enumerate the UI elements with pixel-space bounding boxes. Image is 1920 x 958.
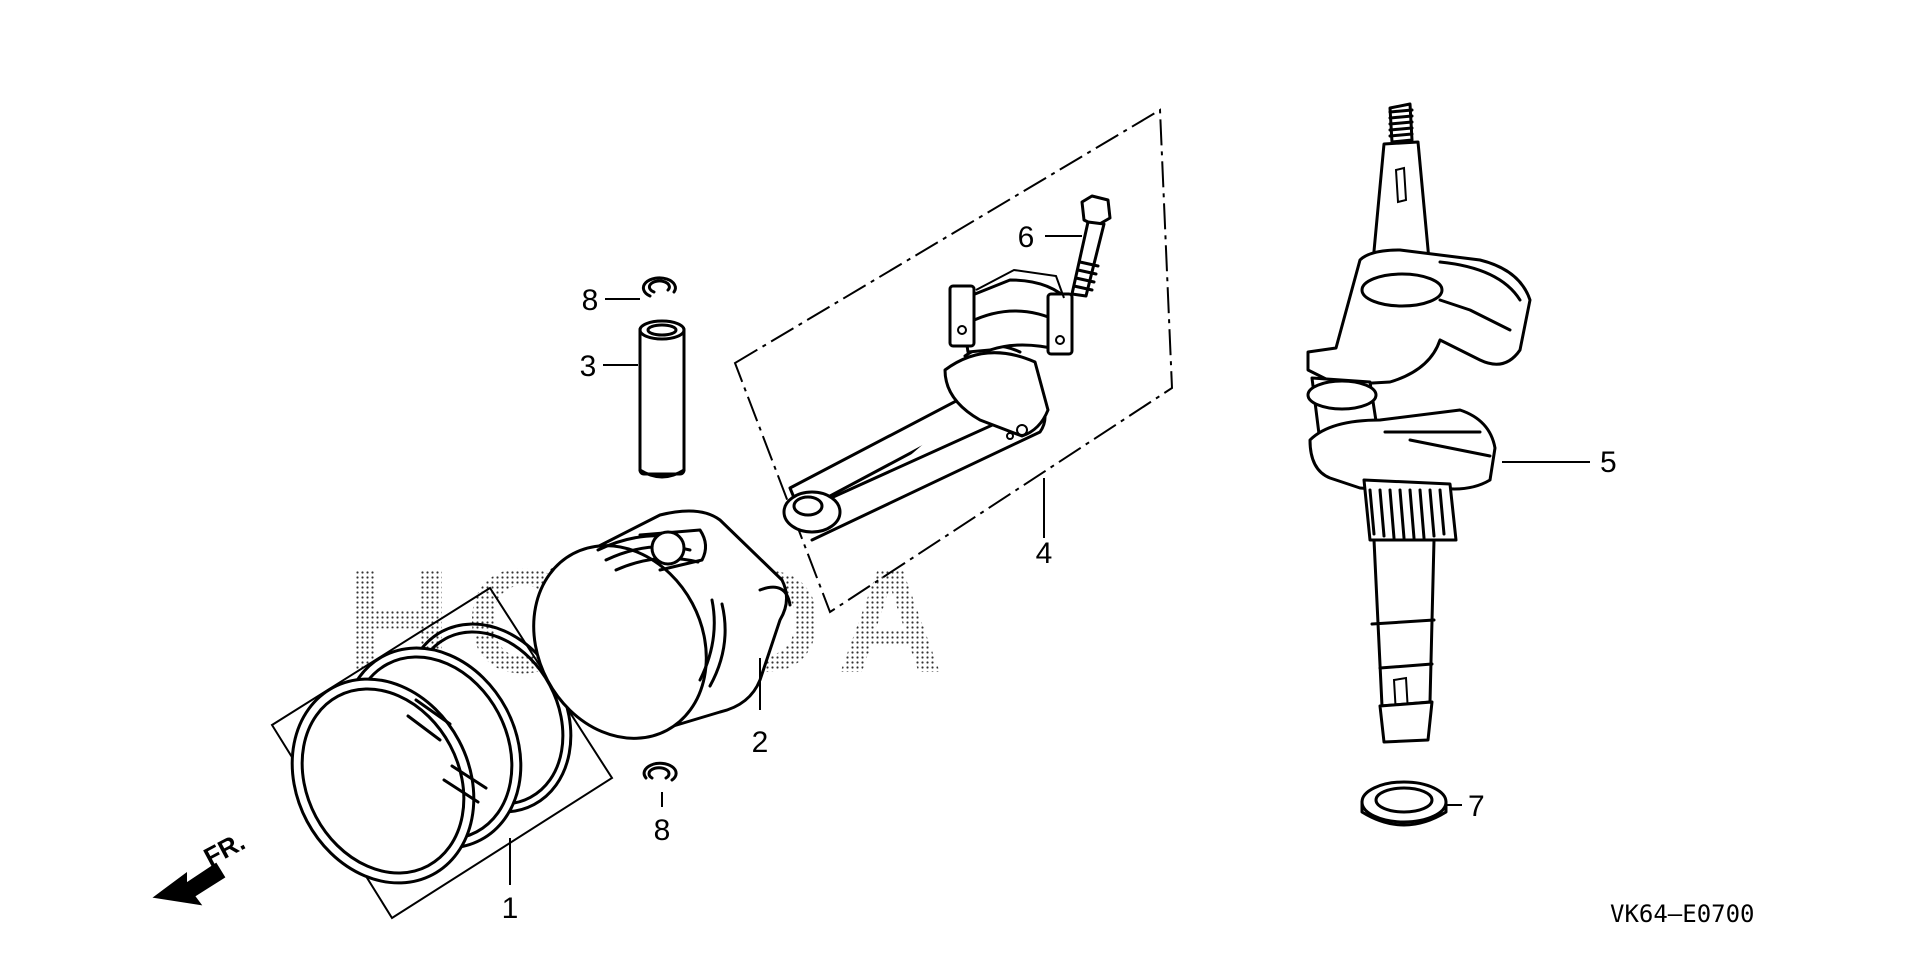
piston-pin[interactable] (638, 319, 686, 479)
callout-piston: 2 (752, 726, 769, 759)
connecting-rod-bolt[interactable] (1070, 194, 1112, 298)
crankshaft[interactable] (1306, 102, 1532, 744)
diagram-code: VK64—E0700 (1610, 900, 1755, 928)
callout-piston-pin: 3 (580, 350, 597, 383)
piston[interactable] (501, 509, 792, 769)
connecting-rod-group-box (733, 108, 1174, 614)
thrust-washer[interactable] (1360, 780, 1448, 827)
front-indicator-label: FR. (199, 826, 250, 872)
pin-clip-bottom[interactable] (642, 761, 678, 782)
callout-pin-clip-top: 8 (582, 284, 599, 317)
front-direction-arrow-icon (152, 862, 226, 906)
connecting-rod[interactable] (782, 268, 1074, 542)
piston-ring-set[interactable] (257, 586, 614, 920)
callout-connecting-rod: 4 (1036, 537, 1053, 570)
callout-pin-clip-bottom: 8 (654, 814, 671, 847)
callout-washer: 7 (1468, 790, 1485, 823)
callout-piston-ring-set: 1 (502, 892, 519, 925)
callout-connecting-rod-bolt: 6 (1018, 221, 1035, 254)
pin-clip-top[interactable] (641, 276, 677, 298)
callout-crankshaft: 5 (1600, 446, 1617, 479)
